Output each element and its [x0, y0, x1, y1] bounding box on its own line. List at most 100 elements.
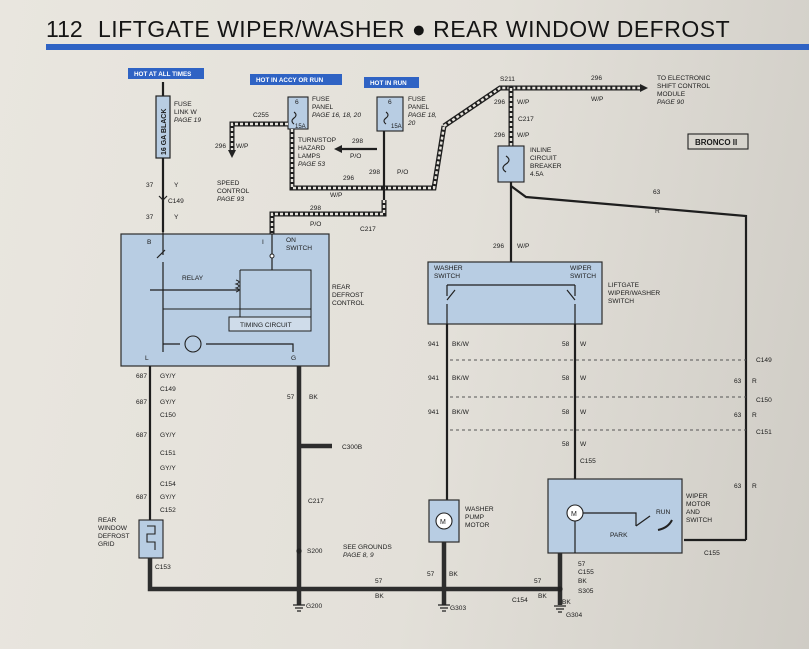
fuse-panel-a-label-3: PAGE 16, 18, 20: [312, 112, 361, 119]
ground-grid-wire: [147, 558, 299, 592]
washer-motor-icon: [435, 512, 453, 530]
timing-circuit-box: [228, 316, 312, 332]
wire-687-color-e: GY/Y: [160, 494, 176, 501]
ground-g200-icon: [293, 604, 305, 612]
fuse-panel-a-box: [287, 96, 309, 130]
splice-s200: S200: [307, 548, 323, 555]
connector-c255: C255: [253, 112, 269, 119]
switch-contacts: [446, 289, 576, 301]
wiper-motor-label-4: SWITCH: [686, 517, 712, 524]
wire-687-num-e: 687: [136, 494, 147, 501]
wire-57-color-g304: BK: [562, 599, 571, 606]
ground-g304-icon: [554, 605, 566, 613]
wire-298-num-turn: 298: [352, 138, 363, 145]
connector-c155-mid: C155: [580, 458, 596, 465]
fuse-link-gauge: 16 GA BLACK: [161, 109, 168, 155]
grid-label-2: WINDOW: [98, 525, 128, 532]
wire-37-color-b: Y: [174, 214, 179, 221]
wire-298-num-down: 298: [369, 169, 380, 176]
wire-296-color-b1: W/P: [517, 99, 530, 106]
bronco-label: BRONCO II: [695, 138, 737, 147]
wire-37-num-a: 37: [146, 182, 154, 189]
ground-g200-label: G200: [306, 603, 322, 610]
connector-c155-low: C155: [578, 569, 594, 576]
defrost-pin-g: G: [291, 355, 296, 362]
wire-63-num-c: 63: [734, 483, 742, 490]
hot-accy-run-tag: [250, 74, 342, 85]
wire-687-color-c: GY/Y: [160, 432, 176, 439]
connector-c155-bottom: C155: [704, 550, 720, 557]
wire-296-num-esc: 296: [591, 75, 602, 82]
defrost-control-label-3: CONTROL: [332, 300, 365, 307]
wiper-motor-m: M: [571, 511, 577, 518]
wire-941-color-a: BK/W: [452, 341, 470, 348]
circuit-breaker-box: [497, 145, 525, 183]
wire-63-color-top: R: [655, 208, 660, 215]
wire-58-num-b: 58: [562, 375, 570, 382]
relay-coil: [234, 279, 240, 293]
wiper-motor-label-3: AND: [686, 509, 700, 516]
wire-57-color-b: BK: [375, 593, 384, 600]
turn-stop-label-2: HAZARD: [298, 145, 325, 152]
wire-298-num-defrost: 298: [310, 205, 321, 212]
wire-296-num-sw: 296: [493, 243, 504, 250]
liftgate-switch-box: [427, 261, 603, 325]
turn-stop-label-4: PAGE 53: [298, 161, 325, 168]
timing-circuit-label: TIMING CIRCUIT: [240, 322, 292, 329]
fuse-panel-b-box: [376, 96, 404, 132]
defrost-relay-contact: [156, 249, 166, 259]
fuse-link-label-1: FUSE: [174, 101, 192, 108]
connector-c154-bottom: C154: [512, 597, 528, 604]
wire-57-color-a: BK: [309, 394, 318, 401]
connector-c151-right: C151: [756, 429, 772, 436]
wiper-park-label: PARK: [610, 532, 628, 539]
esc-label-2: SHIFT CONTROL: [657, 83, 710, 90]
wire-57-color-pump: BK: [449, 571, 458, 578]
hot-at-all-times-tag: [128, 68, 204, 79]
wiper-park-switch: [635, 515, 651, 527]
wire-941-num-b: 941: [428, 375, 439, 382]
defrost-pin-b: B: [147, 239, 152, 246]
breaker-label-1: INLINE: [530, 147, 552, 154]
wire-941-color-b: BK/W: [452, 375, 470, 382]
wire-57-color-wiper: BK: [578, 578, 587, 585]
grid-label-4: GRID: [98, 541, 115, 548]
wire-296-color-b2: W/P: [517, 132, 530, 139]
turn-arrow: [334, 145, 342, 153]
wire-57-color-c154: BK: [538, 593, 547, 600]
wire-63-num-b: 63: [734, 412, 742, 419]
ground-g304-label: G304: [566, 612, 582, 619]
switch-internal-bus: [446, 284, 576, 296]
wire-57-num-wiper: 57: [578, 561, 586, 568]
connector-c150-left: C150: [160, 412, 176, 419]
fuse-panel-b-label-4: 20: [407, 120, 416, 127]
wire-296-num-mid: 296: [343, 175, 354, 182]
wire-63-color-a: R: [752, 378, 757, 385]
connector-c217-top: C217: [360, 226, 376, 233]
wire-687-num-b: 687: [136, 399, 147, 406]
wire-687-num-a: 687: [136, 373, 147, 380]
fuse-panel-b-label-3: PAGE 18,: [408, 112, 437, 119]
grid-label-1: REAR: [98, 517, 117, 524]
wire-63-color-b: R: [752, 412, 757, 419]
on-switch-terminal: [269, 253, 275, 259]
washer-switch-label-1: WASHER: [434, 265, 463, 272]
wire-687-color-a: GY/Y: [160, 373, 176, 380]
splice-s305-dot: [557, 586, 563, 592]
fuse-link-label-3: PAGE 19: [174, 117, 201, 124]
wire-687-num-c: 687: [136, 432, 147, 439]
fuse-a-num: 6: [295, 99, 299, 106]
wiper-run-label: RUN: [656, 509, 671, 516]
grid-label-3: DEFROST: [98, 533, 130, 540]
esc-label-3: MODULE: [657, 91, 686, 98]
fuse-link-label-2: LINK W: [174, 109, 197, 116]
esc-arrow: [640, 84, 648, 92]
liftgate-switch-label-1: LIFTGATE: [608, 282, 640, 289]
splice-s200-dot: [296, 548, 302, 554]
defrost-pin-l: L: [145, 355, 149, 362]
connector-c149-top: C149: [168, 198, 184, 205]
wire-37-color-a: Y: [174, 182, 179, 189]
wire-63-num-a: 63: [734, 378, 742, 385]
wire-941-color-c: BK/W: [452, 409, 470, 416]
turn-stop-label-3: LAMPS: [298, 153, 321, 160]
